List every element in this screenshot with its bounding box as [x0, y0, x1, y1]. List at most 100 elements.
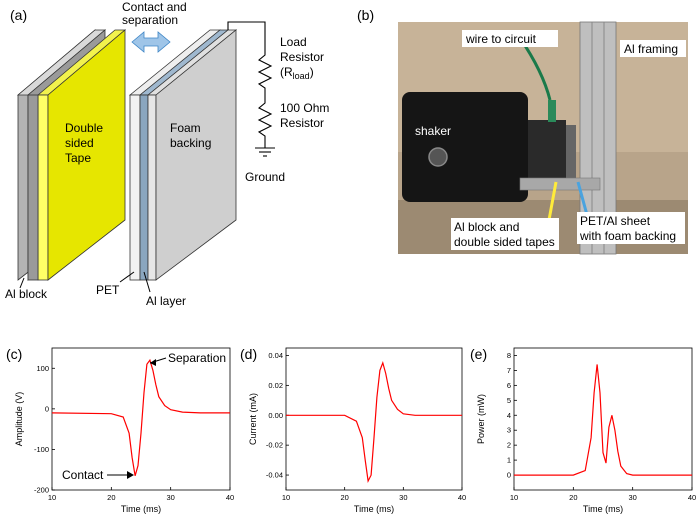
x-tick-label: 40 — [688, 493, 696, 502]
y-tick-label: 7 — [507, 366, 511, 375]
y-tick-label: 0 — [507, 471, 511, 480]
ground-label: Ground — [245, 170, 285, 184]
tape-edge — [37, 94, 49, 281]
shaker-hole-icon — [428, 147, 448, 167]
series-line — [286, 360, 462, 483]
contact-note: Contact — [62, 468, 104, 482]
separation-arrowhead — [150, 359, 156, 366]
tape-label-3: Tape — [65, 151, 91, 165]
sheet-arrow — [576, 181, 589, 216]
panel-a-label: (a) — [10, 7, 27, 23]
y-tick-label: 3 — [507, 426, 511, 435]
y-tick-label: 8 — [507, 351, 511, 360]
foam-label-2: backing — [170, 136, 211, 150]
foam-edge — [147, 94, 157, 281]
panel-d-label: (d) — [240, 346, 257, 362]
y-tick-label: -0.04 — [266, 471, 283, 480]
x-tick-label: 30 — [628, 493, 636, 502]
x-tick-label: 10 — [48, 493, 56, 502]
clip-photo — [548, 100, 556, 122]
foam-face — [155, 29, 237, 281]
y-tick-label: -100 — [34, 445, 49, 454]
shaker-body — [402, 92, 528, 202]
panel-b: (b) wire to circuit Al framing shaker Al… — [357, 7, 688, 255]
contact-arrowhead — [127, 471, 134, 479]
sheet-label-bg — [577, 212, 685, 244]
chart-c-annotations: Separation Contact — [62, 351, 226, 482]
tape-face — [47, 29, 126, 281]
y-tick-label: 0.04 — [268, 351, 283, 360]
panel-e-label: (e) — [470, 346, 487, 362]
panel-b-label: (b) — [357, 7, 374, 23]
y-tick-label: 1 — [507, 456, 511, 465]
plot-frame — [513, 347, 693, 491]
block-label-bg — [451, 218, 559, 250]
x-tick-label: 10 — [510, 493, 518, 502]
x-tick-label: 20 — [340, 493, 348, 502]
y-tick-label: 100 — [36, 364, 49, 373]
res100-label-2: Resistor — [280, 116, 324, 130]
y-tick-label: 4 — [507, 411, 511, 420]
y-tick-label: -200 — [34, 486, 49, 495]
load-label-2: Resistor — [280, 50, 324, 64]
load-resistor-icon — [257, 50, 273, 98]
y-tick-label: 6 — [507, 381, 511, 390]
al-block-label: Al block — [5, 287, 48, 301]
x-tick-label: 40 — [226, 493, 234, 502]
resistor-100-icon — [257, 98, 273, 148]
shaker-label: shaker — [415, 124, 451, 138]
pet-sheet-photo — [566, 125, 576, 185]
plot-frame — [285, 347, 463, 491]
x-tick-label: 30 — [399, 493, 407, 502]
x-tick-label: 10 — [282, 493, 290, 502]
x-tick-label: 40 — [458, 493, 466, 502]
tape-label-1: Double — [65, 121, 103, 135]
al-block-photo — [528, 120, 566, 182]
sheet-label-1: PET/Al sheet — [580, 214, 651, 228]
separation-note: Separation — [168, 351, 226, 365]
contact-label-1: Contact and — [122, 0, 187, 14]
pet-label: PET — [96, 283, 120, 297]
al-layer-label: Al layer — [146, 294, 186, 308]
panel-a: (a) Double sided Tape Contact and separa… — [5, 0, 329, 308]
sheet-label-2: with foam backing — [579, 229, 676, 243]
x-tick-label: 20 — [107, 493, 115, 502]
x-tick-label: 30 — [166, 493, 174, 502]
al-block-arrow — [19, 277, 25, 289]
y-axis-label: Current (mA) — [248, 393, 258, 445]
x-axis-label: Time (ms) — [583, 504, 623, 514]
pet-arrow — [119, 271, 135, 283]
panel-c-label: (c) — [6, 346, 22, 362]
y-tick-label: 5 — [507, 396, 511, 405]
y-tick-label: 2 — [507, 441, 511, 450]
y-tick-label: 0.00 — [268, 411, 283, 420]
framing-label-bg — [620, 40, 686, 57]
pet-edge — [129, 94, 141, 281]
al-layer-edge — [139, 94, 149, 281]
y-tick-label: -0.02 — [266, 441, 283, 450]
al-layer-arrow — [143, 271, 151, 293]
al-block-edge — [27, 94, 39, 281]
wire-label-bg — [462, 30, 558, 47]
series-line — [51, 358, 230, 476]
double-arrow-icon — [131, 31, 171, 53]
base-rail-photo — [519, 177, 601, 191]
plot-frame — [51, 347, 231, 491]
block-arrow — [547, 181, 558, 221]
load-label-1: Load — [280, 35, 307, 49]
y-axis-label: Amplitude (V) — [14, 392, 24, 447]
wire-label: wire to circuit — [465, 32, 537, 46]
foam-label-1: Foam — [170, 121, 201, 135]
res100-label-1: 100 Ohm — [280, 101, 329, 115]
contact-label-2: separation — [122, 13, 178, 27]
tape-label-2: sided — [65, 136, 94, 150]
series-line — [514, 364, 692, 476]
x-axis-label: Time (ms) — [354, 504, 394, 514]
x-tick-label: 20 — [569, 493, 577, 502]
circuit-wire — [227, 21, 266, 50]
y-tick-label: 0 — [45, 404, 49, 413]
y-tick-label: 0.02 — [268, 381, 283, 390]
